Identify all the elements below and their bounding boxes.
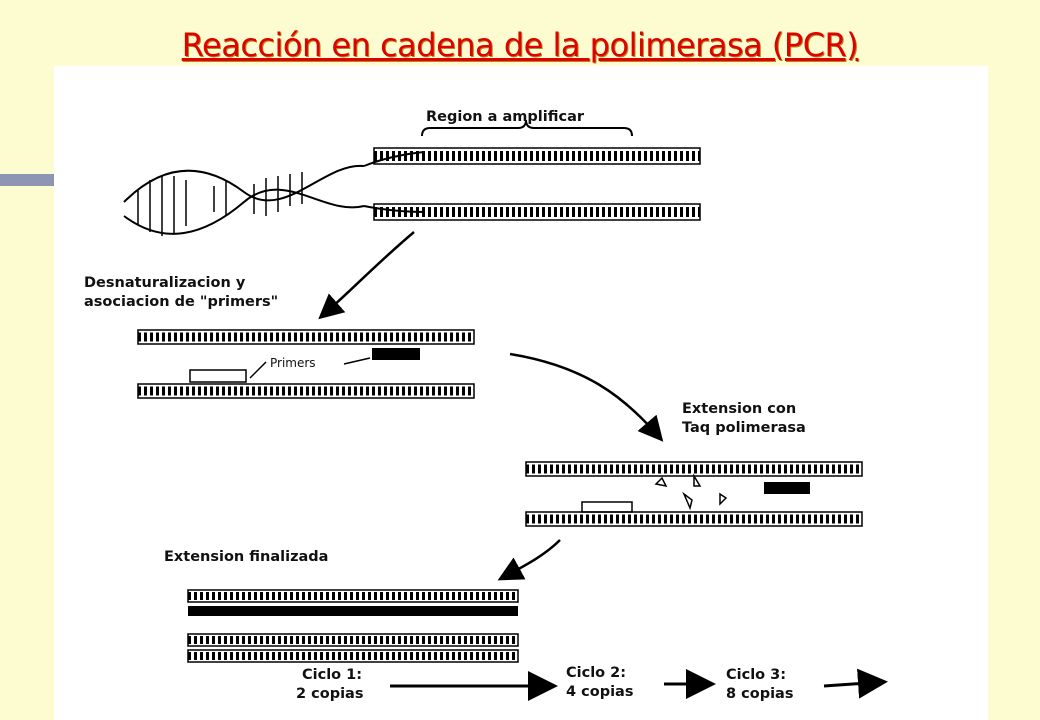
- primer-bottom: [189, 369, 247, 383]
- step-arrow-1: [318, 231, 415, 320]
- step1-label-line1: Desnaturalizacion y: [84, 275, 246, 291]
- cycle-1-line1: Ciclo 1:: [302, 667, 363, 683]
- primers-label: Primers: [270, 356, 316, 370]
- region-brace: [421, 119, 633, 137]
- cycle-1-line2: 2 copias: [296, 686, 364, 702]
- slide-title: Reacción en cadena de la polimerasa (PCR…: [181, 26, 859, 64]
- nucleotides: [654, 473, 728, 511]
- finished-strands: [187, 589, 519, 663]
- step3-label: Extension finalizada: [164, 549, 329, 565]
- cycle-3-line1: Ciclo 3:: [726, 667, 787, 683]
- step2-label-line2: Taq polimerasa: [682, 420, 806, 436]
- template-strands: [373, 147, 701, 221]
- cycle-2-line2: 4 copias: [566, 684, 634, 700]
- denatured-strands: [137, 329, 475, 399]
- step2-label-line1: Extension con: [682, 401, 797, 417]
- cycle-arrow-3: [823, 668, 888, 699]
- pcr-diagram: [123, 119, 888, 701]
- extension-strands: [525, 461, 863, 527]
- step-arrow-2: [509, 352, 664, 442]
- primer-top: [372, 348, 420, 360]
- diagram-panel: Region a amplificar Desnaturalizacion y …: [54, 66, 988, 720]
- region-label: Region a amplificar: [426, 109, 585, 125]
- step-arrow-3: [497, 539, 561, 581]
- step1-label-line2: asociacion de "primers": [84, 294, 279, 310]
- accent-bar: [0, 174, 58, 186]
- cycle-3-line2: 8 copias: [726, 686, 794, 702]
- cycle-2-line1: Ciclo 2:: [566, 665, 627, 681]
